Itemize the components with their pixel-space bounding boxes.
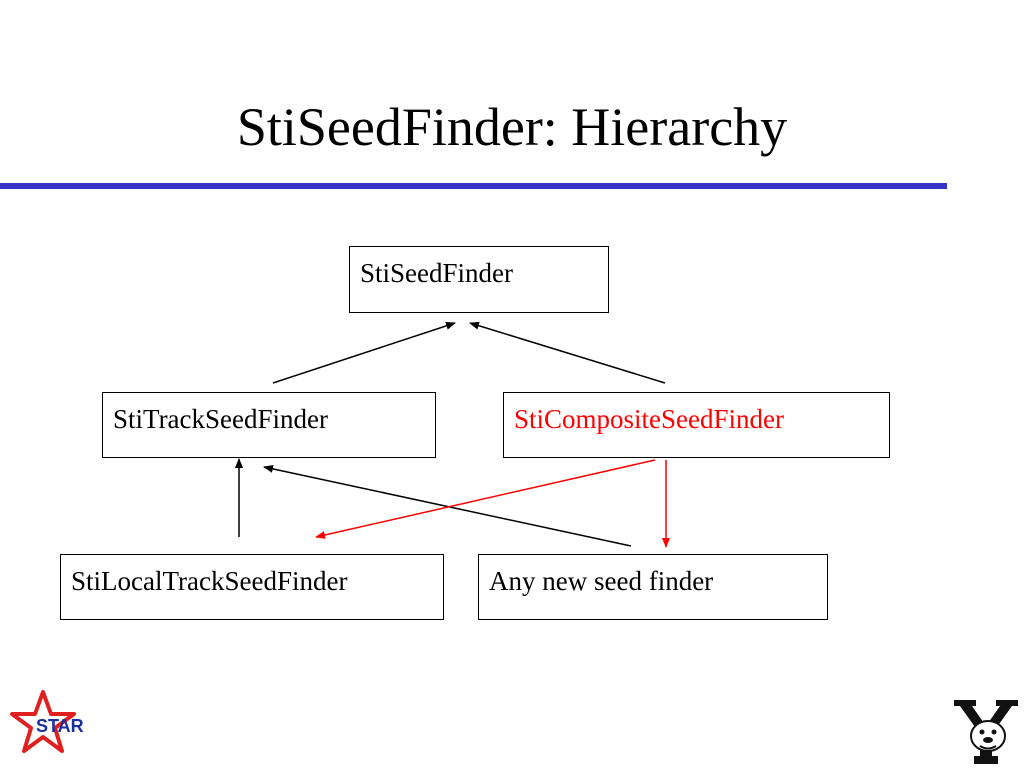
yale-bulldog-logo bbox=[954, 700, 1018, 764]
bulldog-face-icon bbox=[970, 720, 1006, 752]
node-any-new-seed-finder: Any new seed finder bbox=[478, 554, 828, 620]
node-sti-composite-seed-finder: StiCompositeSeedFinder bbox=[503, 392, 890, 458]
node-sti-seed-finder: StiSeedFinder bbox=[349, 246, 609, 313]
node-sti-track-seed-finder: StiTrackSeedFinder bbox=[102, 392, 436, 458]
arrow-track-to-root bbox=[272, 322, 456, 384]
star-icon bbox=[10, 690, 76, 753]
title-underline bbox=[0, 183, 947, 189]
star-logo: STAR bbox=[10, 690, 84, 753]
star-logo-text: STAR bbox=[36, 716, 84, 736]
slide-title: StiSeedFinder: Hierarchy bbox=[236, 97, 788, 157]
arrow-composite-to-root bbox=[469, 321, 666, 384]
node-sti-local-track-seed-finder: StiLocalTrackSeedFinder bbox=[60, 554, 444, 620]
arrow-composite-to-local bbox=[315, 459, 656, 539]
